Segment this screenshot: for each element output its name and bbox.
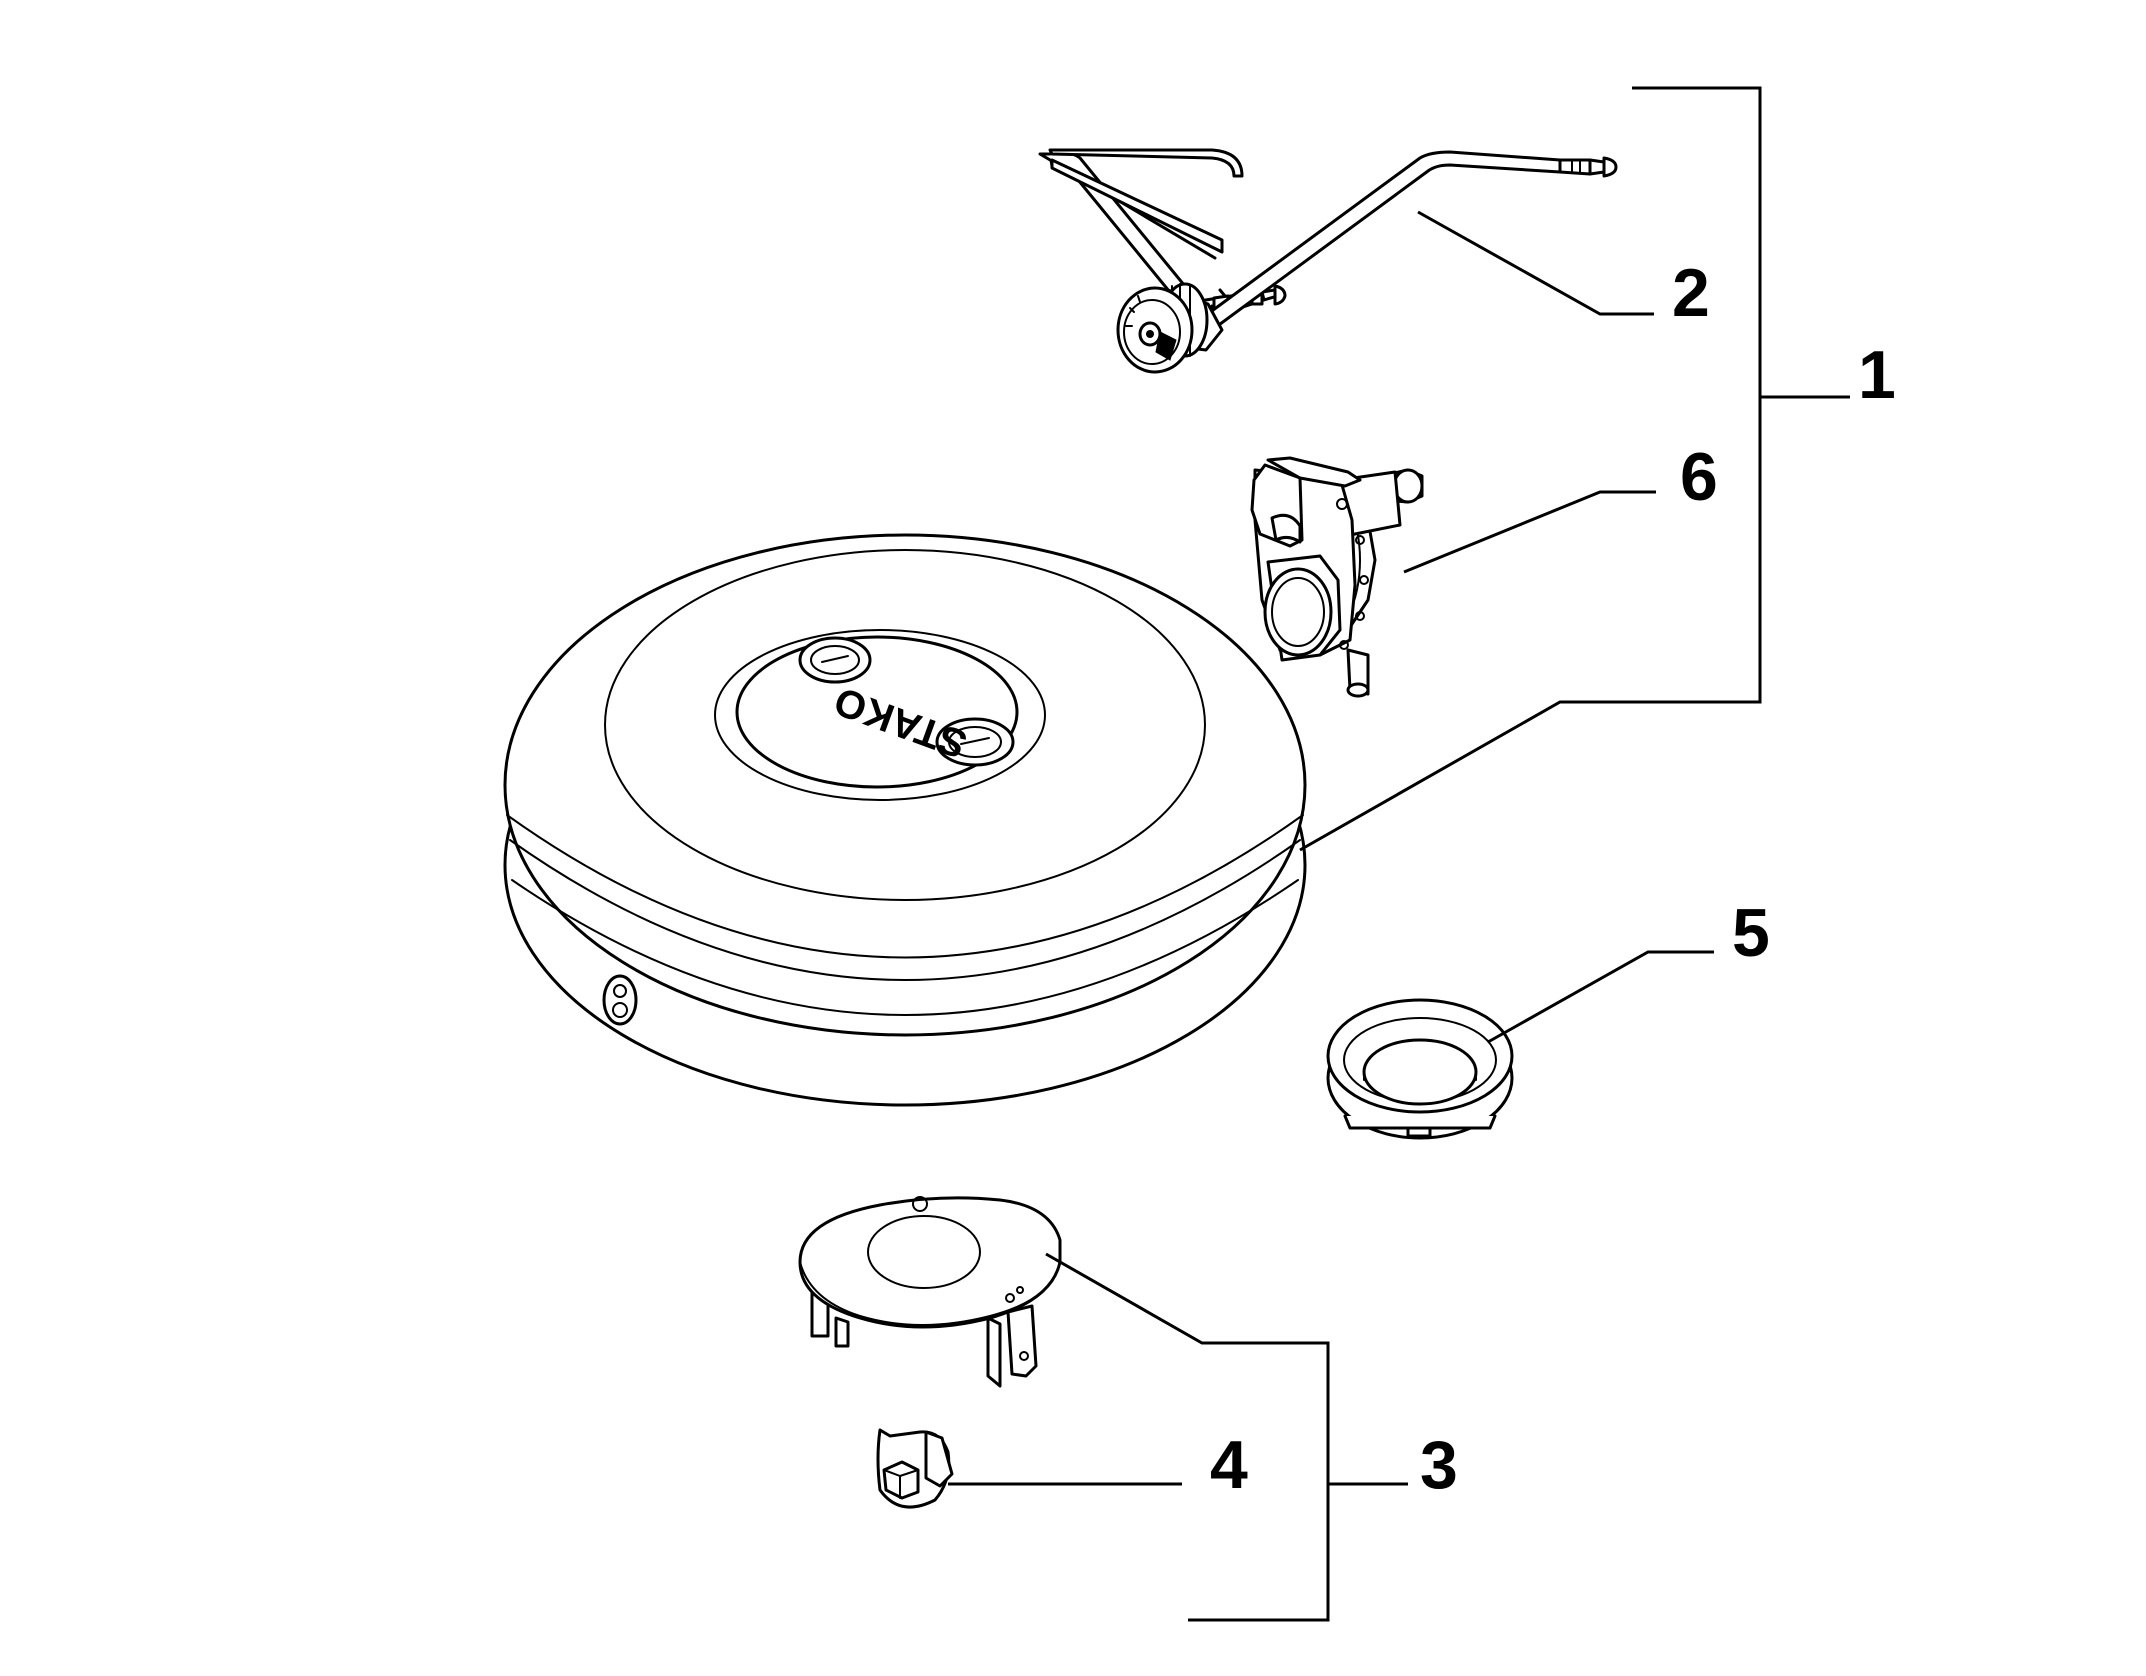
callout-5: 5 — [1732, 895, 1770, 971]
mounting-plate — [798, 1196, 1062, 1388]
callout-labels: 1 2 3 4 5 6 — [1210, 255, 1896, 1503]
clip-nut — [876, 1428, 954, 1509]
gauge-with-pipe — [1038, 148, 1618, 374]
leader-lines — [948, 86, 1850, 1622]
tank-valve-right — [935, 717, 1015, 767]
tank-side-lug — [602, 974, 638, 1026]
pressure-gauge — [1116, 282, 1224, 374]
grommet-ring — [1326, 998, 1514, 1140]
callout-6: 6 — [1680, 439, 1718, 515]
tank-valve-left — [798, 636, 872, 684]
callout-2: 2 — [1672, 255, 1710, 331]
toroidal-tank: STAKO — [503, 533, 1307, 1107]
callout-4: 4 — [1210, 1427, 1248, 1503]
callout-1: 1 — [1858, 337, 1896, 413]
valve-housing — [1250, 456, 1424, 698]
callout-3: 3 — [1420, 1427, 1458, 1503]
